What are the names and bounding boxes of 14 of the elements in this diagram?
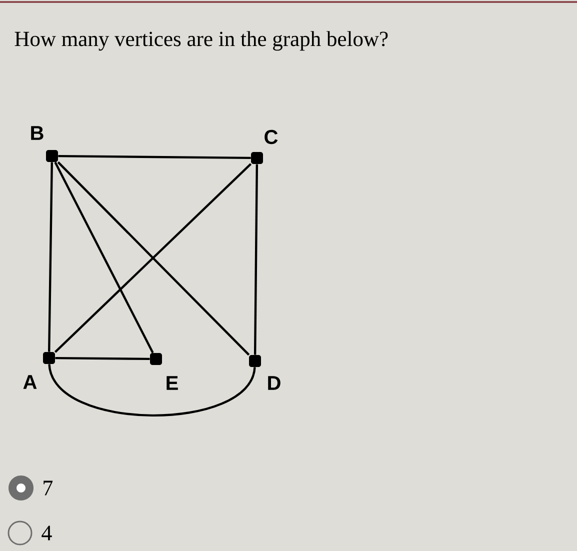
question-text: How many vertices are in the graph below? (14, 31, 388, 51)
edge (254, 164, 258, 355)
edge (54, 162, 154, 354)
answer-option: 7 (44, 480, 53, 496)
vertex-label: D (268, 376, 280, 390)
vertex-label: C (264, 130, 278, 144)
vertex-label: A (23, 375, 37, 389)
edge (48, 162, 53, 352)
edge (58, 154, 251, 160)
answer-option: 4 (42, 526, 52, 540)
vertex-label: B (31, 126, 44, 140)
vertex-label: E (166, 376, 178, 390)
edge (48, 364, 256, 416)
edge (55, 356, 150, 360)
